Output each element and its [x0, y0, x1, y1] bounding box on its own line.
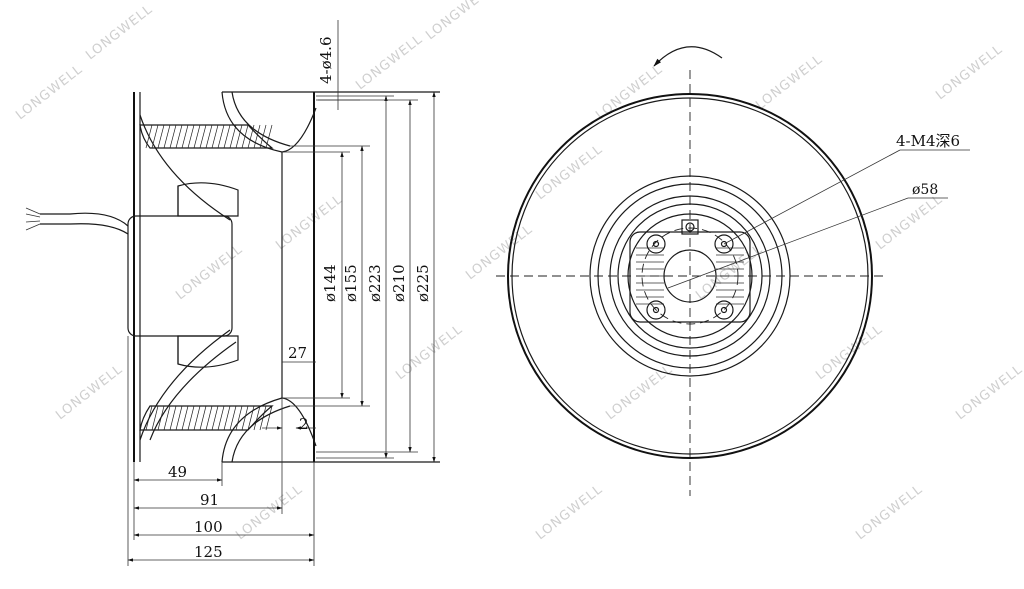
section-hatch	[247, 405, 255, 431]
section-hatch	[235, 124, 243, 149]
section-hatch	[175, 405, 183, 431]
section-hatch	[205, 405, 213, 431]
watermark-text: LONGWELL	[603, 362, 676, 423]
section-hatch	[235, 405, 243, 431]
watermark-text: LONGWELL	[393, 322, 466, 383]
dim-d210: ø210	[390, 264, 408, 302]
section-hatch	[175, 124, 183, 149]
watermark-text: LONGWELL	[853, 482, 926, 543]
callout-threaded-holes: 4-M4深6	[896, 132, 960, 150]
dim-d223: ø223	[366, 264, 384, 302]
section-hatch	[229, 124, 237, 149]
watermark-text: LONGWELL	[233, 482, 306, 543]
section-hatch	[163, 124, 171, 149]
section-hatch	[223, 405, 231, 431]
callout-hub-diameter: ø58	[912, 182, 938, 198]
section-hatch	[187, 124, 195, 149]
watermark-text: LONGWELL	[353, 32, 426, 93]
section-hatch	[181, 124, 189, 149]
watermark-text: LONGWELL	[83, 2, 156, 63]
section-hatch	[163, 405, 171, 431]
section-hatch	[169, 405, 177, 431]
watermark-text: LONGWELL	[953, 362, 1024, 423]
dim-l91: 91	[200, 491, 219, 509]
section-hatch	[241, 124, 249, 149]
section-hatch	[247, 124, 255, 149]
section-hatch	[193, 124, 201, 149]
section-hatch	[211, 405, 219, 431]
section-hatch	[187, 405, 195, 431]
front-view: 4-M4深6 ø58	[496, 46, 970, 496]
dim-hole-pattern: 4-ø4.6	[317, 37, 335, 85]
section-hatch	[241, 405, 249, 431]
watermark-text: LONGWELL	[423, 0, 496, 43]
dim-l49: 49	[168, 463, 187, 481]
section-hatch	[253, 405, 261, 431]
dim-d144: ø144	[321, 264, 339, 302]
section-hatch	[259, 124, 267, 149]
section-hatch	[217, 124, 225, 149]
section-hatch	[151, 405, 159, 431]
section-hatch	[211, 124, 219, 149]
watermark-text: LONGWELL	[593, 62, 666, 123]
dim-w2: 2	[299, 415, 309, 433]
section-hatch	[253, 124, 261, 149]
watermark-text: LONGWELL	[533, 142, 606, 203]
watermark-text: LONGWELL	[173, 242, 246, 303]
watermark-text: LONGWELL	[873, 192, 946, 253]
section-hatch	[199, 405, 207, 431]
dim-l100: 100	[194, 518, 223, 536]
dim-w27: 27	[288, 344, 307, 362]
watermark-text: LONGWELL	[933, 42, 1006, 103]
watermark-text: LONGWELL	[533, 482, 606, 543]
section-hatch	[181, 405, 189, 431]
section-hatch	[265, 405, 273, 431]
section-hatch	[169, 124, 177, 149]
section-hatch	[157, 124, 165, 149]
watermark-text: LONGWELL	[13, 62, 86, 123]
watermark-text: LONGWELL	[273, 192, 346, 253]
section-hatch	[229, 405, 237, 431]
dim-l125: 125	[194, 543, 223, 561]
section-hatch	[259, 405, 267, 431]
dim-d225: ø225	[414, 264, 432, 302]
side-view: 4-ø4.6 ø144 ø155 ø223 ø210 ø225 27 2 49 …	[25, 20, 440, 566]
watermark-text: LONGWELL	[813, 322, 886, 383]
section-hatch	[199, 124, 207, 149]
section-hatch	[205, 124, 213, 149]
watermark-text: LONGWELL	[463, 222, 536, 283]
dim-d155: ø155	[342, 264, 360, 302]
section-hatch	[193, 405, 201, 431]
watermark-text: LONGWELL	[53, 362, 126, 423]
section-hatch	[223, 124, 231, 149]
section-hatch	[217, 405, 225, 431]
watermark-text: LONGWELL	[753, 52, 826, 113]
section-hatch	[265, 124, 273, 149]
